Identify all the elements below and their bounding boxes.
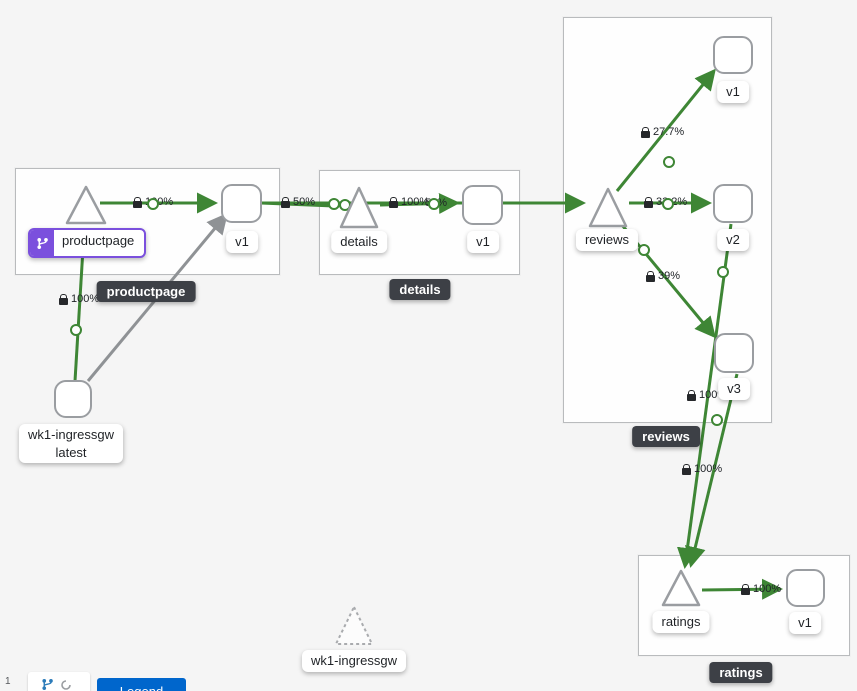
node-ratings-app-triangle[interactable] xyxy=(661,569,701,607)
refresh-icon xyxy=(61,680,71,690)
edge-waypoint-circle xyxy=(428,198,440,210)
node-reviews-app-triangle[interactable] xyxy=(588,187,628,228)
mtls-lock-icon xyxy=(741,583,750,595)
node-ratings-v1-square[interactable] xyxy=(786,569,825,607)
node-details-v1-square[interactable] xyxy=(462,185,503,225)
edge-waypoint-circle xyxy=(662,198,674,210)
code-branch-icon xyxy=(36,237,48,249)
edge-waypoint-circle xyxy=(711,414,723,426)
node-label-details-v1[interactable]: v1 xyxy=(467,231,499,253)
mtls-lock-icon xyxy=(641,126,650,138)
node-label-ingressgw[interactable]: wk1-ingressgw latest xyxy=(19,424,123,464)
node-label-ratings-v1[interactable]: v1 xyxy=(789,612,821,634)
node-ingressgw-ghost-triangle[interactable] xyxy=(335,606,373,645)
edge-label-reviews-v1: 27.7% xyxy=(641,126,684,138)
edge-ppv1-to-details[interactable] xyxy=(260,201,335,208)
edge-waypoint-circle xyxy=(70,324,82,336)
edge-label-ingress-productpage: 100% xyxy=(59,293,99,305)
code-branch-icon xyxy=(42,678,53,691)
edge-waypoint-circle xyxy=(717,266,729,278)
edge-waypoint-circle xyxy=(328,198,340,210)
node-label-ratings-app[interactable]: ratings xyxy=(652,611,710,633)
node-label-details-app[interactable]: details xyxy=(331,231,387,253)
mtls-lock-icon xyxy=(682,463,691,475)
node-details-app-triangle[interactable] xyxy=(339,186,379,229)
mtls-lock-icon xyxy=(644,196,653,208)
group-tooltip-details: details xyxy=(389,279,451,300)
edge-waypoint-circle xyxy=(663,156,675,168)
edge-label-ratings-v1: 100% xyxy=(741,583,781,595)
node-productpage-app-triangle[interactable] xyxy=(65,185,107,225)
edge-reviews-to-v1[interactable] xyxy=(615,68,716,192)
node-label-reviews-v1[interactable]: v1 xyxy=(717,81,749,103)
mtls-lock-icon xyxy=(687,389,696,401)
node-label-productpage-app[interactable]: productpage xyxy=(28,228,147,258)
node-reviews-v3-square[interactable] xyxy=(714,333,754,373)
edge-label-details-v1: 100% xyxy=(389,196,429,208)
node-reviews-v2-square[interactable] xyxy=(713,184,753,223)
group-tooltip-ratings: ratings xyxy=(709,662,773,683)
edge-label-reviews-v3: 39% xyxy=(646,270,680,282)
group-tooltip-reviews: reviews xyxy=(632,426,700,447)
mtls-lock-icon xyxy=(281,196,290,208)
mtls-lock-icon xyxy=(59,293,68,305)
group-tooltip-productpage: productpage xyxy=(96,281,196,302)
legend-button[interactable]: Legend xyxy=(97,678,186,691)
mtls-lock-icon xyxy=(133,196,142,208)
node-label-reviews-app[interactable]: reviews xyxy=(575,229,639,251)
mtls-lock-icon xyxy=(389,196,398,208)
node-label-reviews-v2[interactable]: v2 xyxy=(717,229,749,251)
node-ingressgw-square[interactable] xyxy=(54,380,92,418)
toolbar-zoom-indicator: 1 xyxy=(5,676,11,687)
node-label-ingressgw-ghost[interactable]: wk1-ingressgw xyxy=(302,650,406,672)
edge-v2-to-ratings[interactable] xyxy=(676,223,733,569)
edge-label-v2-ratings: 100% xyxy=(682,463,722,475)
node-productpage-v1-square[interactable] xyxy=(221,184,262,223)
edge-waypoint-circle xyxy=(147,198,159,210)
node-label-productpage-v1[interactable]: v1 xyxy=(226,231,258,253)
node-label-reviews-v3[interactable]: v3 xyxy=(718,378,750,400)
toolbar-graph-type-chip[interactable] xyxy=(28,672,90,691)
edge-label-ppv1-details: 50% xyxy=(281,196,315,208)
app-version-badge-icon xyxy=(30,230,54,256)
edge-waypoint-circle xyxy=(638,244,650,256)
mtls-lock-icon xyxy=(646,270,655,282)
node-reviews-v1-square[interactable] xyxy=(713,36,753,74)
edge-v3-to-ratings[interactable] xyxy=(685,373,739,568)
